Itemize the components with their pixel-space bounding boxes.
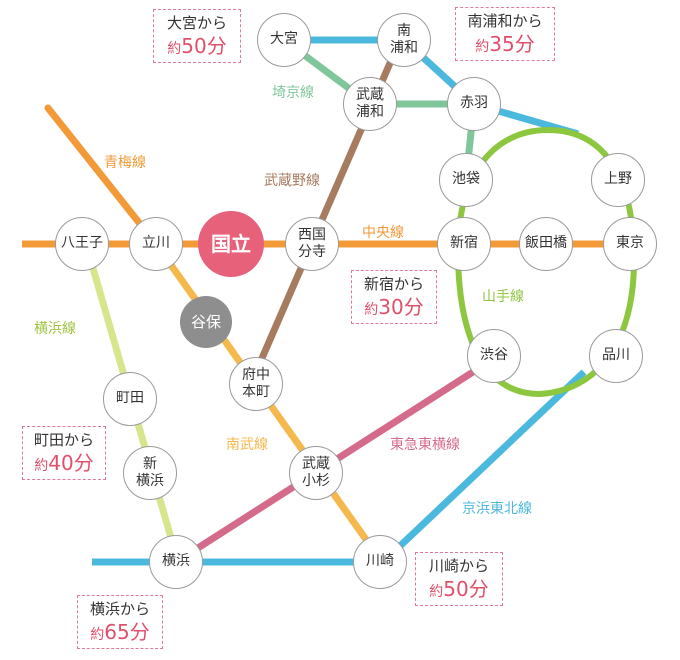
time-from-omiya: 大宮から: [166, 14, 227, 32]
station-ikebukuro[interactable]: 池袋: [439, 153, 493, 207]
station-hachioji[interactable]: 八王子: [55, 217, 109, 271]
time-box-minami-urawa: 南浦和から 約35分: [455, 7, 555, 61]
time-from-minami-urawa: 南浦和から: [467, 12, 543, 30]
keihin-line-label: 京浜東北線: [462, 501, 532, 517]
station-minami-urawa[interactable]: 南 浦和: [377, 13, 431, 67]
yamanote-line-label: 山手線: [482, 289, 524, 305]
station-iidabashi[interactable]: 飯田橋: [519, 217, 573, 271]
time-from-yokohama: 横浜から: [89, 600, 150, 618]
station-shibuya[interactable]: 渋谷: [467, 329, 521, 383]
station-kunitachi[interactable]: 国立: [198, 211, 264, 277]
nanbu-line-label: 南武線: [226, 437, 268, 453]
station-akabane[interactable]: 赤羽: [447, 77, 501, 131]
time-duration-minami-urawa: 約35分: [475, 31, 535, 56]
time-box-kawasaki: 川崎から 約50分: [415, 552, 503, 606]
station-shinagawa[interactable]: 品川: [589, 329, 643, 383]
time-box-yokohama: 横浜から 約65分: [77, 595, 163, 649]
saikyo-line-label: 埼京線: [272, 85, 314, 101]
station-ueno[interactable]: 上野: [591, 153, 645, 207]
time-duration-omiya: 約50分: [167, 33, 227, 58]
time-from-kawasaki: 川崎から: [428, 557, 489, 575]
ome-line-path: [44, 104, 160, 248]
station-musashi-kosugi[interactable]: 武蔵 小杉: [289, 446, 343, 500]
station-tachikawa[interactable]: 立川: [129, 217, 183, 271]
station-yokohama[interactable]: 横浜: [149, 535, 203, 589]
station-shinjuku[interactable]: 新宿: [437, 217, 491, 271]
station-yaho[interactable]: 谷保: [180, 296, 232, 348]
station-nishi-kokubunji[interactable]: 西国 分寺: [285, 217, 339, 271]
station-tokyo[interactable]: 東京: [603, 217, 657, 271]
keihin-line-path-d: [397, 369, 587, 549]
ome-line-label: 青梅線: [104, 155, 146, 171]
time-duration-shinjuku: 約30分: [364, 294, 424, 319]
time-box-machida: 町田から 約40分: [22, 426, 106, 480]
station-fuchu-honmachi[interactable]: 府中 本町: [229, 357, 283, 411]
time-box-omiya: 大宮から 約50分: [153, 9, 241, 63]
musashino-line-label: 武蔵野線: [264, 173, 320, 189]
station-machida[interactable]: 町田: [103, 372, 157, 426]
time-from-machida: 町田から: [33, 431, 94, 449]
station-omiya[interactable]: 大宮: [257, 13, 311, 67]
time-duration-yokohama: 約65分: [90, 619, 150, 644]
time-from-shinjuku: 新宿から: [363, 275, 424, 293]
station-shin-yokohama[interactable]: 新 横浜: [123, 446, 177, 500]
time-box-shinjuku: 新宿から 約30分: [351, 270, 437, 324]
time-duration-machida: 約40分: [34, 450, 94, 475]
yokohama-line-label: 横浜線: [34, 321, 76, 337]
toyoko-line-label: 東急東横線: [390, 437, 460, 453]
station-musashi-urawa[interactable]: 武蔵 浦和: [343, 77, 397, 131]
chuo-line-label: 中央線: [362, 225, 404, 241]
time-duration-kawasaki: 約50分: [429, 576, 489, 601]
station-kawasaki[interactable]: 川崎: [353, 535, 407, 589]
